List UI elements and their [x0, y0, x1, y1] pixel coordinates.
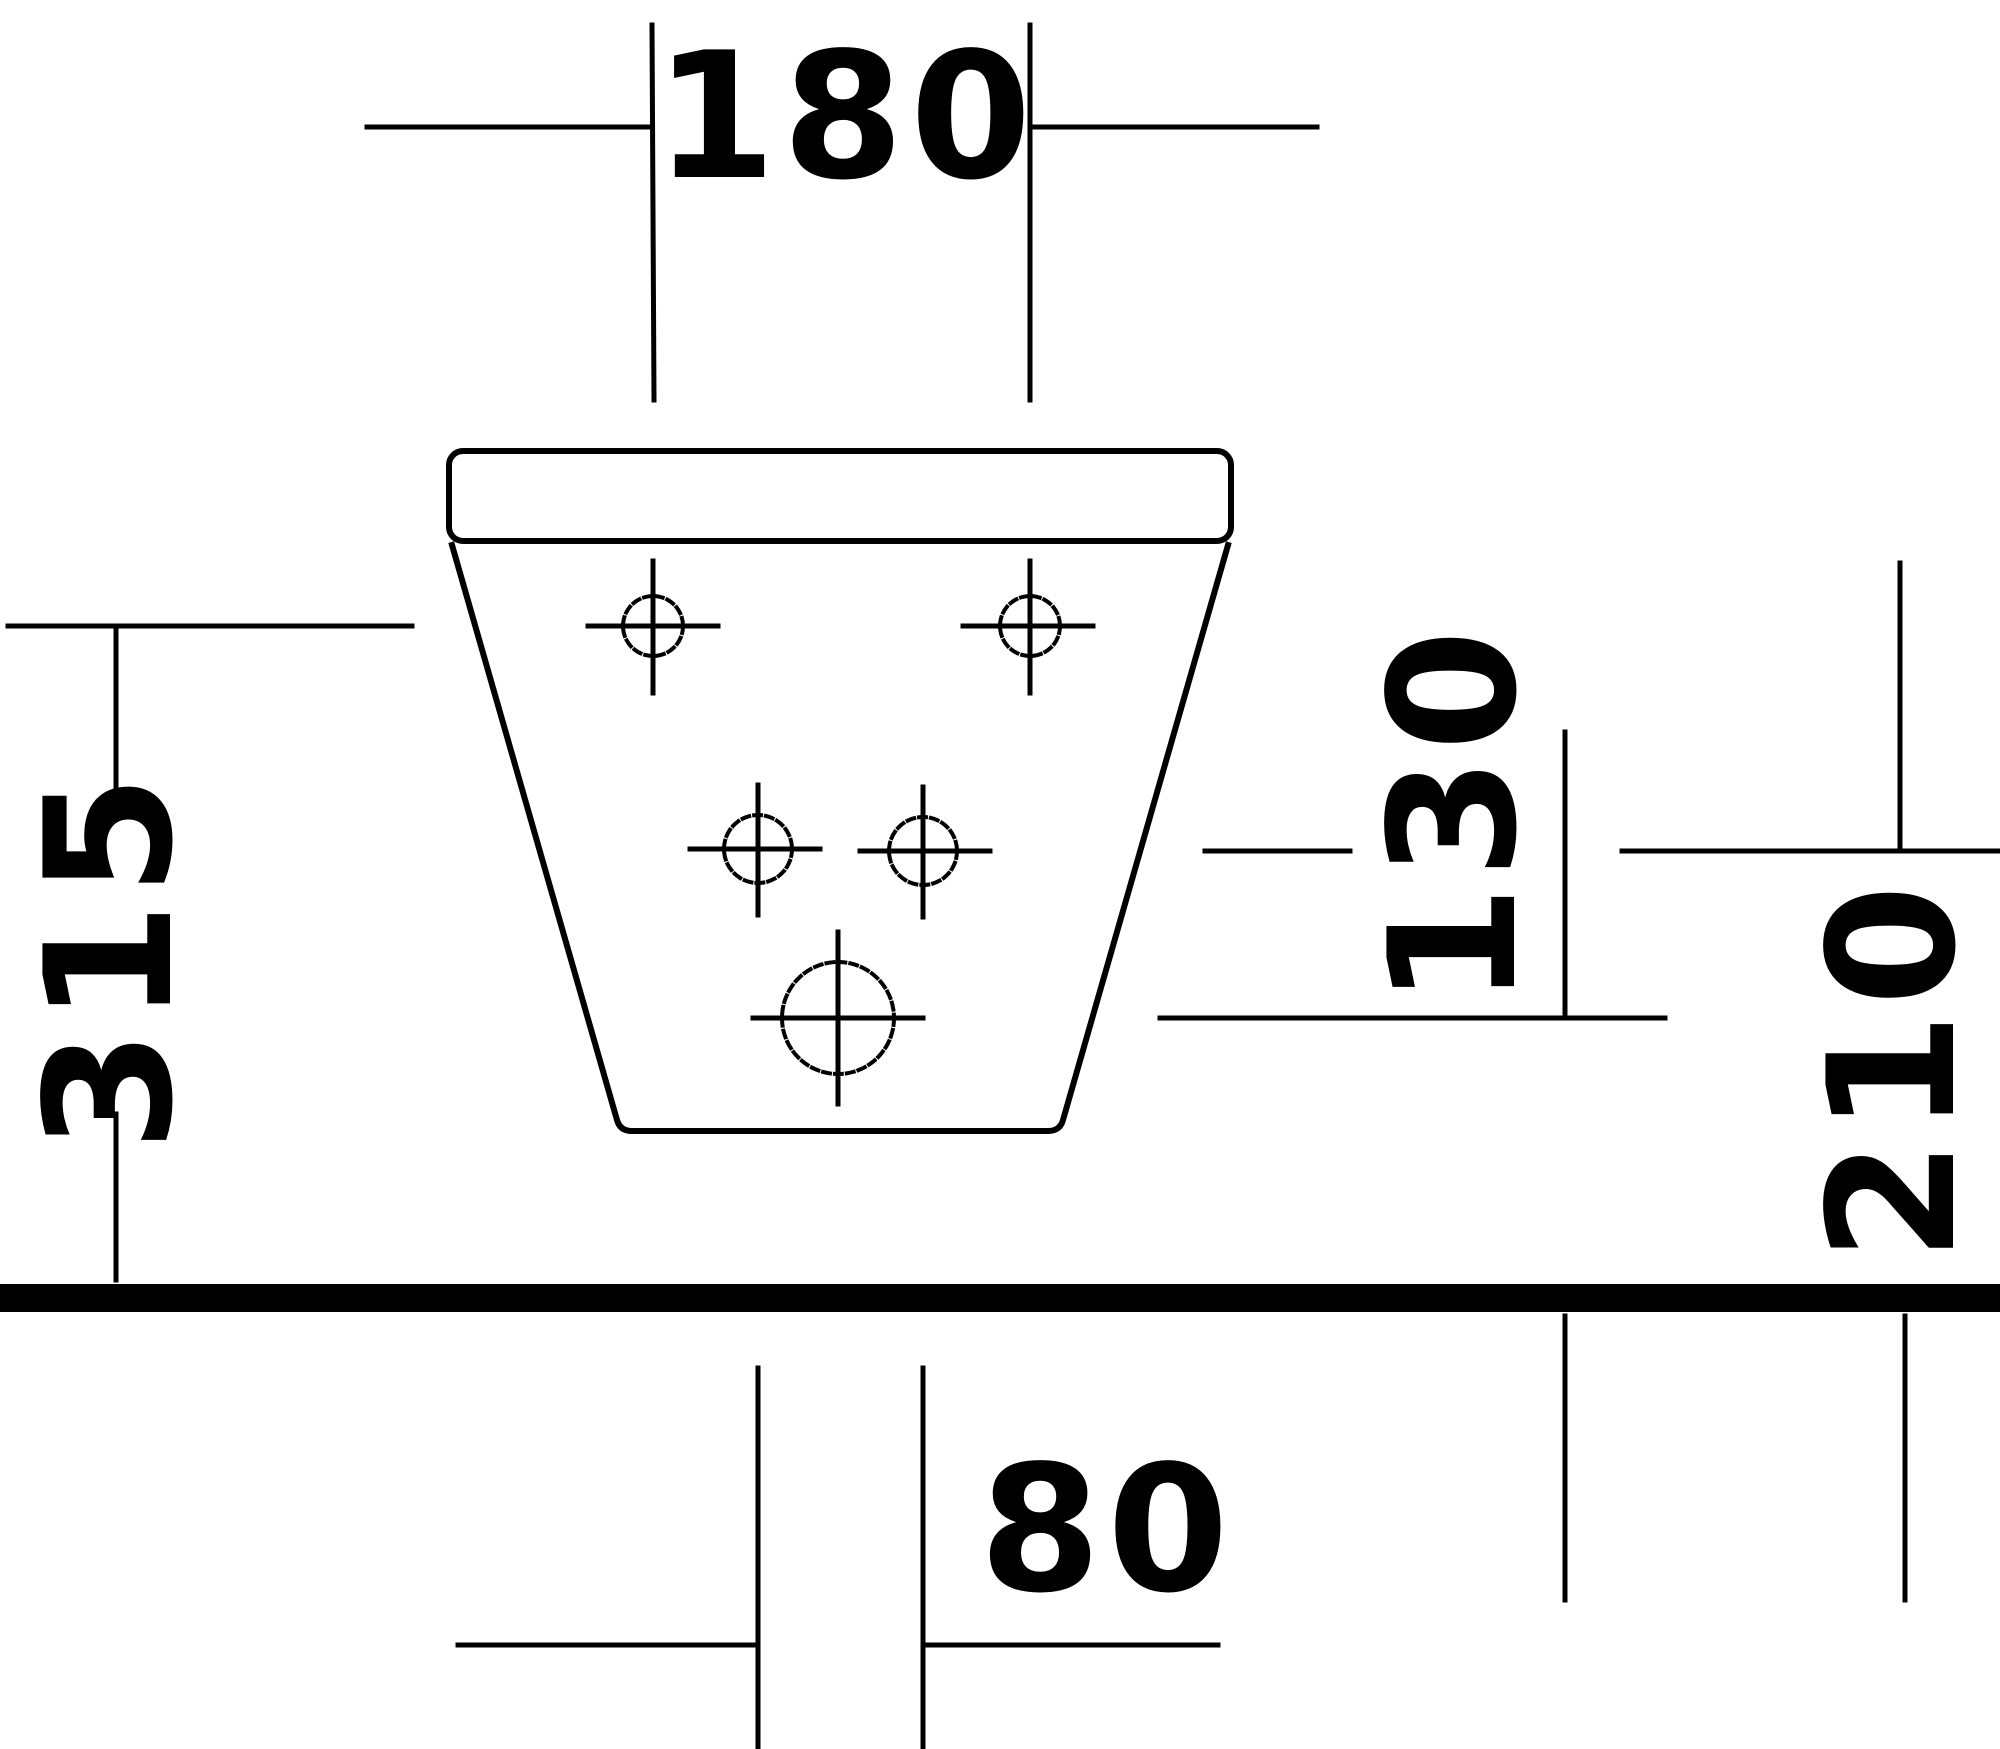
crosshair-icon	[585, 558, 721, 696]
dimension-80-lines	[455, 1365, 1221, 1749]
fixture-rim	[446, 448, 1234, 544]
dimension-210-lines	[1619, 560, 2000, 1603]
dimension-210-label: 210	[1792, 878, 1995, 1261]
crosshair-circle-icon	[750, 929, 926, 1107]
dimension-180-lines	[364, 22, 1320, 403]
crosshair-icon	[960, 558, 1096, 696]
dimension-130-lines	[1157, 729, 1668, 1603]
fixture-bowl	[448, 541, 1232, 1134]
crosshair-icon	[687, 782, 823, 918]
dimension-315-lines	[5, 623, 415, 1283]
crosshair-icon	[857, 784, 993, 920]
dimension-180-label: 180	[654, 16, 1037, 219]
dimension-315-label: 315	[9, 768, 212, 1151]
dimension-130-label: 130	[1353, 623, 1556, 1006]
fixture-outline	[446, 448, 1234, 1134]
dimension-80-label: 80	[979, 1429, 1235, 1632]
